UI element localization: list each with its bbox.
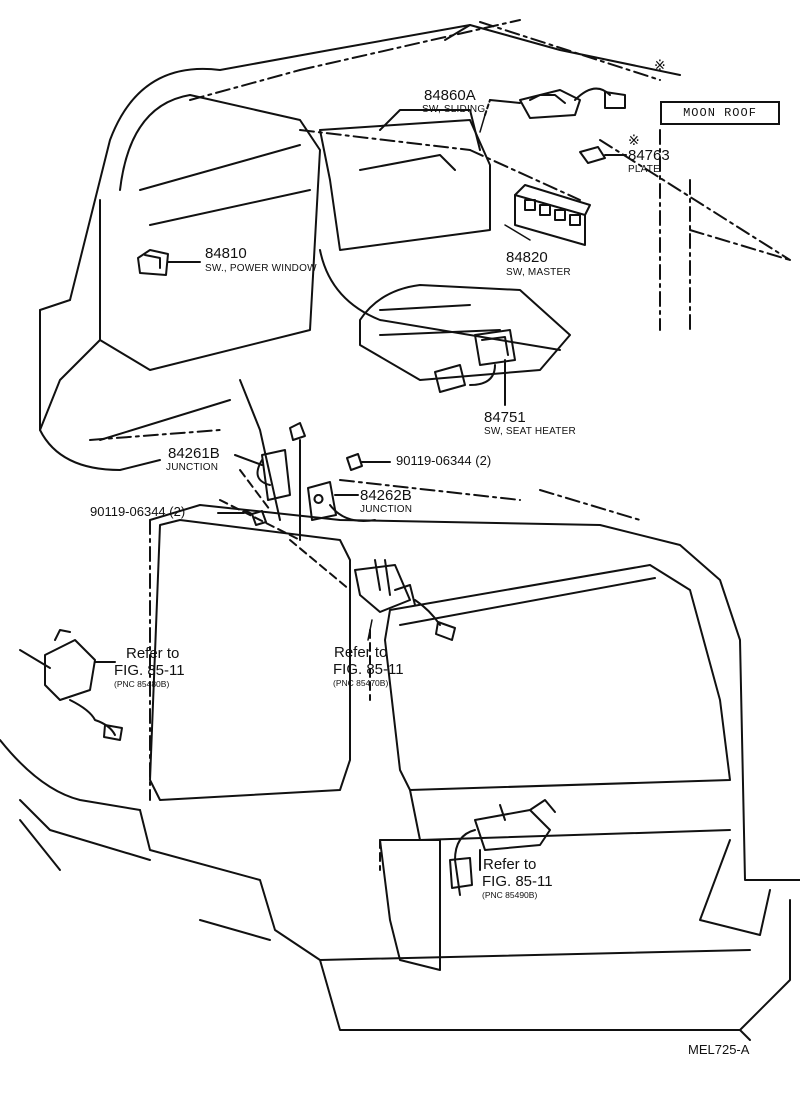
left-door-actuator-part bbox=[19, 629, 123, 741]
sliding-switch-name: SW, SLIDING bbox=[422, 104, 486, 115]
screw-lower-part bbox=[217, 509, 267, 526]
tailgate-refer: Refer to bbox=[483, 856, 537, 873]
screw-upper-number: 90119-06344 (2) bbox=[396, 453, 492, 468]
optional-mark-plate: ※ bbox=[628, 132, 640, 148]
left-door-pnc: (PNC 85480B) bbox=[114, 679, 170, 689]
sliding-switch-part bbox=[484, 87, 626, 119]
screw-lower-number: 90119-06344 (2) bbox=[90, 504, 186, 519]
junction-b-number: 84262B bbox=[360, 487, 412, 504]
plate-number: 84763 bbox=[628, 147, 670, 164]
moon-roof-box: MOON ROOF bbox=[660, 101, 780, 125]
seat-heater-switch-number: 84751 bbox=[484, 409, 526, 426]
power-window-switch-part bbox=[137, 249, 201, 276]
center-lock-actuator-part bbox=[354, 559, 456, 641]
optional-mark-moonroof: ※ bbox=[654, 57, 666, 73]
screw-upper-part bbox=[346, 453, 391, 471]
power-window-switch-name: SW., POWER WINDOW bbox=[205, 263, 317, 274]
left-door-refer: Refer to bbox=[126, 645, 180, 662]
plate-part bbox=[579, 146, 606, 164]
junction-a-part bbox=[234, 422, 306, 501]
center-pnc: (PNC 85470B) bbox=[333, 678, 389, 688]
junction-a-name: JUNCTION bbox=[166, 462, 219, 473]
tailgate-pnc: (PNC 85490B) bbox=[482, 890, 538, 900]
junction-a-number: 84261B bbox=[168, 445, 220, 462]
tailgate-fig: FIG. 85-11 bbox=[482, 873, 553, 890]
diagram-code: MEL725-A bbox=[688, 1042, 750, 1057]
center-fig: FIG. 85-11 bbox=[333, 661, 404, 678]
master-switch-number: 84820 bbox=[506, 249, 548, 266]
junction-b-part bbox=[307, 481, 376, 522]
junction-b-name: JUNCTION bbox=[360, 504, 413, 515]
master-switch-part bbox=[514, 184, 591, 246]
seat-heater-switch-part bbox=[434, 329, 516, 406]
left-door-fig: FIG. 85-11 bbox=[114, 662, 185, 679]
plate-name: PLATE bbox=[628, 164, 660, 175]
master-switch-name: SW, MASTER bbox=[506, 267, 571, 278]
tailgate-actuator-part bbox=[449, 799, 556, 896]
sliding-switch-number: 84860A bbox=[424, 87, 476, 104]
center-refer: Refer to bbox=[334, 644, 388, 661]
power-window-switch-number: 84810 bbox=[205, 245, 247, 262]
seat-heater-switch-name: SW, SEAT HEATER bbox=[484, 426, 576, 437]
